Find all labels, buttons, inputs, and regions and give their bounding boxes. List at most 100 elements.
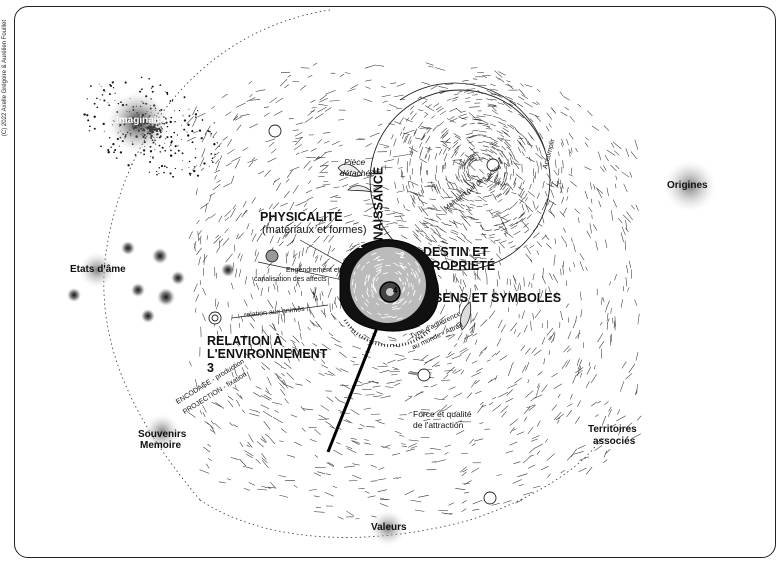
hatch-dash bbox=[439, 331, 444, 335]
hatch-dash bbox=[551, 404, 557, 411]
dial-hatch-dash bbox=[364, 302, 369, 307]
hatch-dash bbox=[452, 142, 459, 148]
hatch-dash bbox=[498, 246, 501, 254]
hatch-dash bbox=[297, 305, 302, 311]
hatch-dash bbox=[471, 379, 477, 388]
hatch-dash bbox=[370, 480, 378, 482]
hatch-dash bbox=[328, 235, 335, 243]
hatch-dash bbox=[446, 258, 455, 262]
speckle-dot bbox=[90, 85, 92, 87]
hatch-dash bbox=[551, 108, 556, 113]
hatch-dash bbox=[425, 135, 431, 144]
hatch-dash bbox=[374, 64, 385, 67]
hatch-dash bbox=[430, 334, 437, 340]
dial-hatch-dash bbox=[378, 269, 382, 272]
hatch-dash bbox=[536, 420, 541, 427]
hatch-dash bbox=[517, 96, 525, 101]
hatch-dash bbox=[464, 480, 472, 485]
hatch-dash bbox=[244, 352, 252, 360]
hatch-dash bbox=[475, 390, 482, 394]
hatch-dash bbox=[292, 129, 299, 131]
hatch-dash bbox=[476, 274, 481, 281]
speckle-dot bbox=[166, 91, 169, 94]
hatch-dash bbox=[462, 197, 469, 201]
hatch-dash bbox=[553, 412, 562, 421]
hatch-dash bbox=[236, 233, 239, 240]
hatch-dash bbox=[336, 296, 340, 301]
hatch-dash bbox=[494, 178, 499, 184]
hatch-dash bbox=[499, 158, 503, 165]
hatch-dash bbox=[232, 424, 239, 428]
hatch-dash bbox=[556, 181, 559, 187]
dial-tick-arc bbox=[343, 319, 432, 348]
label-relation-number: 3 bbox=[207, 361, 214, 375]
hatch-dash bbox=[497, 199, 503, 203]
speckle-dot bbox=[101, 94, 104, 96]
hatch-dash bbox=[471, 443, 476, 446]
hatch-dash bbox=[444, 251, 449, 258]
hatch-dash bbox=[557, 178, 560, 187]
hatch-dash bbox=[392, 367, 398, 370]
hatch-dash bbox=[251, 229, 254, 236]
hatch-dash bbox=[413, 128, 418, 135]
hatch-dash bbox=[543, 358, 546, 365]
hatch-dash bbox=[401, 235, 408, 239]
hatch-dash bbox=[488, 236, 495, 239]
hatch-dash bbox=[534, 171, 537, 179]
hatch-dash bbox=[496, 474, 502, 476]
hatch-dash bbox=[431, 187, 434, 192]
hatch-dash bbox=[563, 96, 570, 101]
hatch-dash bbox=[249, 413, 260, 417]
hatch-dash bbox=[569, 115, 576, 123]
hatch-dash bbox=[402, 153, 412, 156]
speckle-dot bbox=[172, 175, 175, 178]
dial-hatch-dash bbox=[372, 280, 375, 287]
hatch-dash bbox=[337, 516, 344, 520]
hatch-dash bbox=[238, 269, 242, 277]
origines-blob bbox=[664, 160, 716, 212]
hatch-dash bbox=[587, 110, 593, 117]
hatch-dash bbox=[428, 154, 431, 161]
hatch-dash bbox=[408, 395, 413, 398]
hatch-dash bbox=[491, 214, 501, 219]
hatch-dash bbox=[237, 252, 241, 259]
hatch-dash bbox=[421, 135, 425, 140]
hatch-dash bbox=[382, 444, 391, 449]
hatch-dash bbox=[404, 129, 415, 134]
hatch-dash bbox=[560, 310, 563, 321]
hatch-dash bbox=[224, 210, 231, 217]
dial-hatch-dash bbox=[410, 271, 413, 275]
hatch-dash bbox=[417, 246, 423, 250]
hatch-dash bbox=[461, 159, 465, 168]
hatch-dash bbox=[551, 372, 558, 378]
hatch-dash bbox=[198, 256, 201, 265]
hatch-dash bbox=[536, 241, 543, 247]
speckle-dot bbox=[216, 142, 218, 144]
hatch-dash bbox=[318, 372, 325, 376]
hatch-dash bbox=[384, 159, 395, 162]
hatch-dash bbox=[546, 183, 555, 188]
hatch-dash bbox=[317, 106, 327, 113]
hatch-dash bbox=[427, 185, 435, 187]
hatch-dash bbox=[520, 190, 525, 198]
hatch-dash bbox=[287, 251, 289, 257]
hatch-dash bbox=[389, 104, 398, 108]
hatch-dash bbox=[572, 375, 577, 384]
hatch-dash bbox=[261, 395, 271, 401]
speckle-dot bbox=[84, 113, 86, 116]
hatch-dash bbox=[606, 312, 609, 322]
hatch-dash bbox=[468, 163, 476, 171]
hatch-dash bbox=[472, 333, 478, 337]
hatch-dash bbox=[515, 218, 524, 225]
hatch-dash bbox=[297, 280, 301, 288]
hatch-dash bbox=[392, 155, 404, 158]
hatch-dash bbox=[413, 131, 417, 137]
hatch-dash bbox=[239, 254, 243, 262]
hatch-dash bbox=[256, 232, 263, 242]
hatch-dash bbox=[488, 105, 498, 108]
hatch-dash bbox=[463, 91, 469, 93]
hatch-dash bbox=[453, 343, 458, 347]
hatch-dash bbox=[568, 149, 572, 155]
hatch-dash bbox=[200, 237, 202, 245]
hatch-dash bbox=[424, 105, 435, 112]
